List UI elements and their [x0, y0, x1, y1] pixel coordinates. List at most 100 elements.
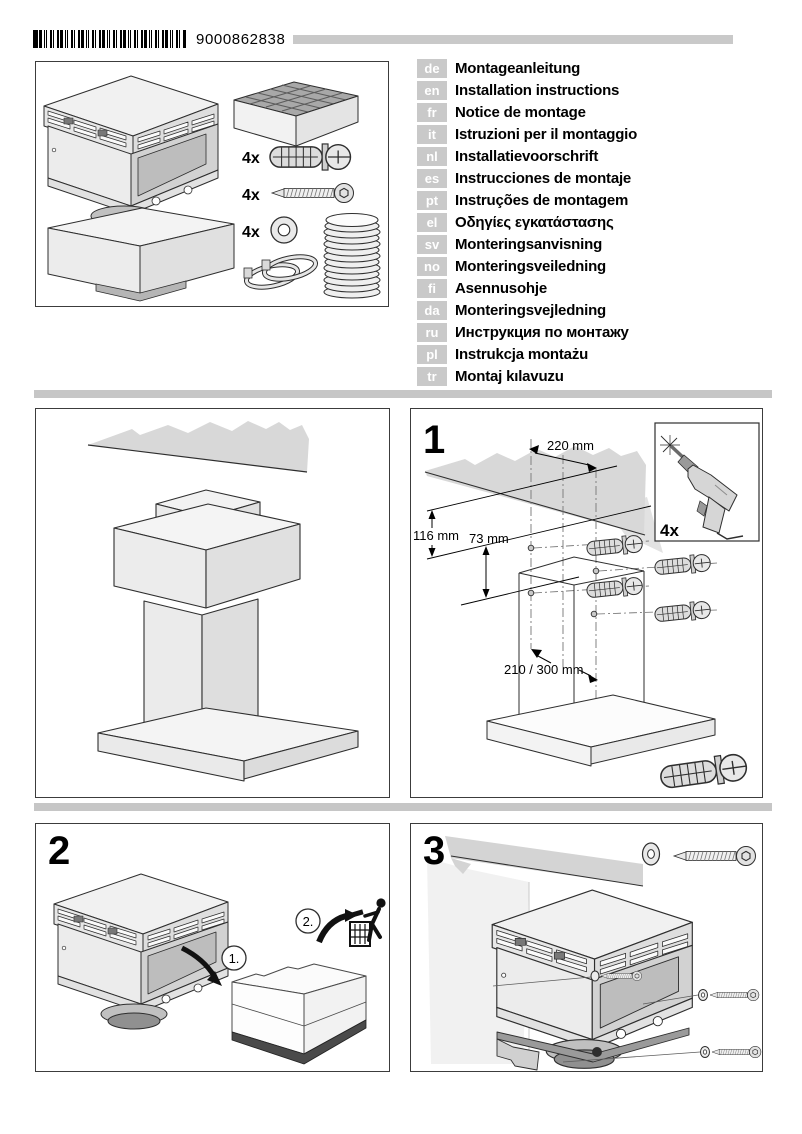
- washer-icon: [700, 1046, 710, 1058]
- dimension-height-total-label: 116 mm: [413, 528, 459, 543]
- language-row: de Montageanleitung: [417, 57, 637, 79]
- language-row: nl Installatievoorschrift: [417, 145, 637, 167]
- filter-box-illustration: [233, 81, 359, 147]
- dimension-height-upper-label: 73 mm: [469, 531, 509, 546]
- ceiling-illustration: [87, 421, 309, 473]
- language-row: el Οδηγίες εγκατάστασης: [417, 211, 637, 233]
- language-row: fr Notice de montage: [417, 101, 637, 123]
- language-title: Notice de montage: [455, 103, 586, 121]
- overview-diagram: [87, 421, 359, 782]
- packing-foam-illustration: [231, 963, 367, 1065]
- washer-icon: [641, 842, 661, 866]
- substep1-badge: 1.: [221, 945, 247, 971]
- language-title: Instrukcja montażu: [455, 345, 589, 363]
- washer-icon: [698, 989, 708, 1001]
- step-number: 2: [48, 829, 70, 873]
- language-row: no Monteringsveiledning: [417, 255, 637, 277]
- language-title: Istruzioni per il montaggio: [455, 125, 638, 143]
- language-code-badge: el: [417, 212, 447, 232]
- language-title: Montaj kılavuzu: [455, 367, 564, 385]
- language-code-badge: da: [417, 300, 447, 320]
- header-rule: [293, 35, 733, 44]
- language-title: Asennusohje: [455, 279, 547, 297]
- barcode-number: 9000862838: [196, 31, 286, 48]
- language-code-badge: de: [417, 58, 447, 78]
- screw-icon: [711, 1045, 762, 1059]
- screw-icon: [673, 845, 757, 867]
- dimension-depth-label: 210 / 300 mm: [504, 662, 584, 677]
- substep2-badge: 2.: [295, 908, 321, 934]
- language-title: Инструкция по монтажу: [455, 323, 629, 341]
- language-title: Instrucciones de montaje: [455, 169, 632, 187]
- overview-box: [35, 408, 390, 798]
- step3-box: 3: [410, 823, 763, 1072]
- step3-diagram: 3: [423, 829, 762, 1071]
- language-title: Οδηγίες εγκατάστασης: [455, 213, 614, 231]
- drill-qty-label: 4x: [660, 521, 679, 540]
- washer-qty-label: 4x: [242, 224, 260, 241]
- ceiling-illustration: [424, 446, 663, 553]
- anchor-qty-label: 4x: [242, 150, 260, 167]
- language-row: fi Asennusohje: [417, 277, 637, 299]
- language-row: pl Instrukcja montażu: [417, 343, 637, 365]
- chimney-cover-illustration: [47, 207, 235, 302]
- wall-anchor-icon: [585, 533, 644, 559]
- substep2-label: 2.: [303, 914, 314, 929]
- language-row: da Monteringsvejledning: [417, 299, 637, 321]
- flexible-duct-icon: [323, 213, 381, 299]
- wall-anchor-icon: [653, 599, 712, 625]
- language-code-badge: tr: [417, 366, 447, 386]
- screw-icon: [709, 988, 760, 1002]
- language-code-badge: sv: [417, 234, 447, 254]
- language-title: Instruções de montagem: [455, 191, 629, 209]
- language-code-badge: fr: [417, 102, 447, 122]
- language-title: Monteringsveiledning: [455, 257, 607, 275]
- step1-box: 1 220 mm: [410, 408, 763, 798]
- wall-anchor-icon: [653, 552, 712, 578]
- language-code-badge: pl: [417, 344, 447, 364]
- language-title: Installation instructions: [455, 81, 620, 99]
- parts-diagram: 4x 4x 4x: [43, 75, 381, 302]
- screw-leader-lines: [492, 976, 701, 1063]
- language-code-badge: fi: [417, 278, 447, 298]
- mounting-bracket-illustration: [496, 1027, 690, 1071]
- dimension-depth: 210 / 300 mm: [504, 649, 598, 683]
- step-number: 3: [423, 829, 445, 873]
- washer-icon: [270, 216, 298, 244]
- language-row: pt Instruções de montagem: [417, 189, 637, 211]
- step-number: 1: [423, 418, 445, 462]
- washer-icon: [590, 970, 600, 982]
- language-title: Monteringsvejledning: [455, 301, 607, 319]
- substep1-label: 1.: [229, 951, 240, 966]
- drill-inset: 4x: [654, 422, 760, 542]
- language-row: ru Инструкция по монтажу: [417, 321, 637, 343]
- drill-icon: [660, 435, 744, 540]
- language-row: tr Montaj kılavuzu: [417, 365, 637, 387]
- trash-disposal-icon: [349, 898, 386, 947]
- barcode: [33, 30, 186, 48]
- screw-qty-label: 4x: [242, 187, 260, 204]
- language-title: Installatievoorschrift: [455, 147, 599, 165]
- dispose-arrow: [316, 909, 358, 944]
- language-row: it Istruzioni per il montaggio: [417, 123, 637, 145]
- dimension-width-label: 220 mm: [547, 438, 594, 453]
- step2-box: 2 1. 2.: [35, 823, 390, 1072]
- hood-unit-illustration: [53, 873, 229, 1030]
- language-code-badge: no: [417, 256, 447, 276]
- language-code-badge: pt: [417, 190, 447, 210]
- parts-overview-box: 4x 4x 4x: [35, 61, 389, 307]
- language-code-badge: it: [417, 124, 447, 144]
- language-code-badge: es: [417, 168, 447, 188]
- language-title: Monteringsanvisning: [455, 235, 603, 253]
- language-title: Montageanleitung: [455, 59, 581, 77]
- wall-anchor-icon: [658, 751, 749, 793]
- clamp-rings-icon: [243, 254, 319, 290]
- language-code-badge: ru: [417, 322, 447, 342]
- section-separator: [34, 390, 772, 398]
- section-separator: [34, 803, 772, 811]
- step2-diagram: 2 1. 2.: [48, 829, 386, 1065]
- step1-diagram: 1 220 mm: [413, 418, 760, 793]
- language-code-badge: nl: [417, 146, 447, 166]
